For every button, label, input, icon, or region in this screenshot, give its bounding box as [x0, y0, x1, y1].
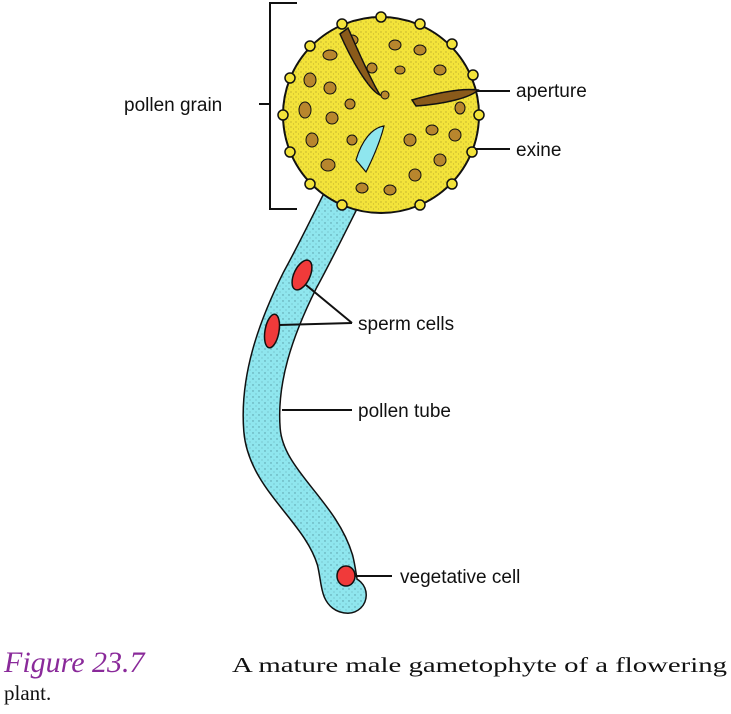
- sperm-cell-upper: [291, 259, 313, 291]
- figure-number: Figure 23.7: [3, 646, 147, 679]
- sperm-cells-leader: [278, 284, 353, 326]
- label-aperture: aperture: [516, 81, 587, 102]
- pollen-tube-shape: [242, 121, 391, 614]
- sperm-cell-lower: [263, 313, 281, 349]
- label-sperm-cells: sperm cells: [358, 314, 454, 335]
- label-exine: exine: [516, 140, 561, 161]
- vegetative-cell: [336, 565, 356, 587]
- pollen-grain-bracket: [269, 2, 297, 210]
- label-pollen-tube: pollen tube: [358, 401, 451, 422]
- caption-line-1: A mature male gametophyte of a flowering: [232, 653, 728, 677]
- label-vegetative-cell: vegetative cell: [400, 567, 520, 588]
- pollen-grain-shape: [277, 11, 485, 214]
- label-pollen-grain: pollen grain: [124, 95, 222, 116]
- caption-line-2: plant.: [4, 681, 51, 705]
